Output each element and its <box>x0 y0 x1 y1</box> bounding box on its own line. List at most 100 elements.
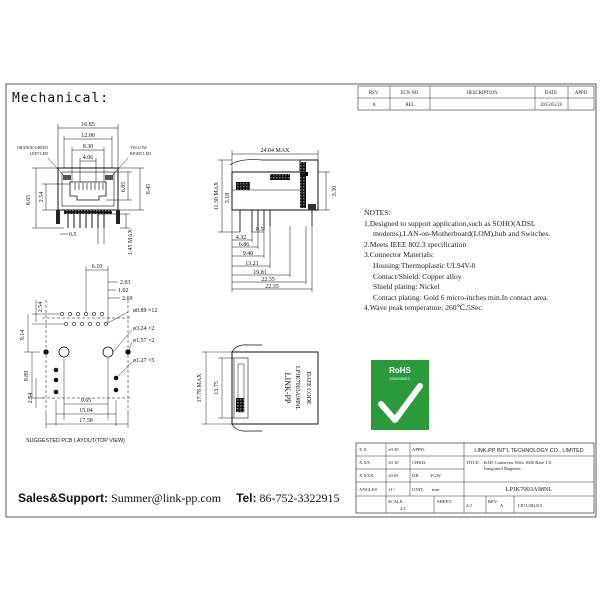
revision-table: REV. ECN NO. DESCRIPTION DATE APPD A REL… <box>357 85 595 111</box>
tol-1-label: X.X <box>359 447 367 452</box>
dim-pcb-j: 15.04 <box>79 408 93 414</box>
dim-front-pin-pitch: 2.54 <box>39 192 45 203</box>
side-view <box>218 150 330 292</box>
top-brand: LINK-PP <box>283 373 292 404</box>
top-view <box>202 344 319 432</box>
rohs-badge: RoHS 2002/95/EC <box>371 360 429 430</box>
dim-front-jack: 8.30 <box>83 144 94 150</box>
dim-pcb-k: 17.58 <box>79 418 93 424</box>
tol-3-value: ±0.05 <box>388 473 399 478</box>
rev-col-ecn: ECN NO. <box>401 91 420 96</box>
title-line-1: RJ45 Connector With 1000 Base TX <box>484 460 552 465</box>
note-1b: modems),LAN-on-Motherboard(LOM),hub and … <box>373 229 551 239</box>
appd-label: APPD: <box>412 447 425 452</box>
dim-side-right: 3.30 <box>332 186 338 197</box>
top-part-number: LPJK7003A98NL <box>294 366 300 410</box>
dim-side-length: 24.04 MAX <box>260 148 290 154</box>
rev-col-date: DATE <box>545 91 557 96</box>
tol-1-value: ±0.30 <box>388 447 399 452</box>
dim-pcb-a: 6.10 <box>92 264 103 270</box>
hole-signal: ø0.89 ×12 <box>133 308 157 314</box>
dim-side-f: 22.35 <box>261 277 275 283</box>
doc-number: LP1L082415 <box>518 503 543 508</box>
tel-label: Tel: <box>236 491 257 505</box>
notes-block: NOTES: 1.Designed to support application… <box>364 208 596 314</box>
rev-val-rev: A <box>372 103 376 108</box>
tel-number: 86-752-3322915 <box>259 491 340 505</box>
tol-4-value: ±1° <box>388 487 395 492</box>
dim-front-key: 4.06 <box>83 155 94 161</box>
dr-value: YGW <box>430 473 442 478</box>
title-part-number: LPJK7003A98NL <box>506 486 553 493</box>
note-3-housing: Housing:Thermoplastic UL94V-0 <box>373 260 476 270</box>
dim-side-height: 11.30 MAX <box>214 181 220 210</box>
unit-label: UNIT: <box>412 487 424 492</box>
tol-3-label: X.XXX <box>359 473 374 478</box>
rev-col-rev: REV. <box>369 91 379 96</box>
tol-2-label: X.XX <box>359 460 371 465</box>
led-left-color: ORANGE/GREEN <box>17 145 48 150</box>
title-line-2: Integrated Magnetic <box>484 466 521 471</box>
front-view <box>32 124 144 244</box>
note-3: 3.Connector Materials: <box>364 250 435 260</box>
notes-heading: NOTES: <box>364 208 391 217</box>
pcb-layout-labels: 6.10 2.03 1.02 2.69 2.54 9.14 8.89 2.54 … <box>20 264 157 444</box>
hole-led: ø1.27 ×5 <box>133 358 154 364</box>
note-3-contact: Contact/Shield: Copper alloy <box>373 271 462 281</box>
sheet-value: 2/2 <box>466 503 473 508</box>
tol-2-value: ±0.10 <box>388 460 399 465</box>
rev-value: A <box>500 503 504 508</box>
rev-col-appd: APPD <box>575 91 588 96</box>
rev-label: REV: <box>488 499 498 504</box>
dim-pcb-i: 9.65 <box>81 398 92 404</box>
tol-4-label: ANGLES <box>359 487 378 492</box>
front-view-labels: 16.85 12.00 8.30 4.06 ORANGE/GREEN LEFT … <box>17 122 152 255</box>
led-right-color: YELLOW <box>130 145 147 150</box>
pcb-caption: SUGGESTED PCB LAYOUT(TOP VIEW) <box>26 438 125 444</box>
note-2: 2.Meets IEEE 802.3 specification <box>364 239 467 249</box>
dim-side-b: 6.86 <box>239 242 250 248</box>
led-left-name: LEFT LED <box>30 151 48 156</box>
sales-label: Sales&Support: <box>18 491 109 505</box>
rev-val-date: 2015/05/18 <box>540 103 562 108</box>
title-label: TITLE: <box>466 460 480 465</box>
check-mark-icon <box>378 383 423 423</box>
dim-pcb-e: 2.54 <box>38 302 44 313</box>
title-block <box>355 442 595 514</box>
pcb-layout <box>24 266 133 428</box>
led-right-name: RIGHT LED <box>130 151 151 156</box>
note-1a: 1.Designed to support application,such a… <box>364 218 536 228</box>
title-block-text: X.X ±0.30 X.XX ±0.10 X.XXX ±0.05 ANGLES … <box>359 447 584 511</box>
rohs-label: RoHS <box>389 366 411 375</box>
company-name: LINK-PP INT'L TECHNOLOGY CO., LIMITED <box>474 448 583 454</box>
dim-side-pin: 0.5 <box>256 227 264 233</box>
left-led <box>63 175 71 180</box>
note-3-shield: Shield plating: Nickel <box>373 282 440 292</box>
dim-pcb-g: 8.89 <box>24 371 30 382</box>
sales-email[interactable]: Summer@link-pp.com <box>111 491 222 505</box>
dim-pcb-c: 1.02 <box>118 288 129 294</box>
contact-line: Sales&Support: Summer@link-pp.com Tel: 8… <box>18 491 340 506</box>
rohs-sub: 2002/95/EC <box>389 376 410 381</box>
top-view-labels: 17.78 MAX 13.75 LINK-PP LPJK7003A98NL DA… <box>197 366 311 410</box>
dr-label: DR: <box>412 473 420 478</box>
sheet-label: SHEET: <box>437 499 452 504</box>
dim-front-right-a: 6.85 <box>121 182 127 193</box>
scale-value: 2/1 <box>400 506 407 511</box>
hole-shield: ø1.57 ×2 <box>133 338 154 344</box>
unit-value: mm <box>432 487 440 492</box>
note-3-plating: Contact plating: Gold 6 micro-inches min… <box>373 292 549 302</box>
dim-side-g: 22.35 <box>265 284 279 290</box>
dim-front-height: 8.65 <box>26 195 32 206</box>
hole-mount: ø3.24 ×2 <box>133 326 154 332</box>
dim-side-a: 4.32 <box>236 235 247 241</box>
dim-pcb-h: 2.54 <box>28 393 34 404</box>
side-view-labels: 24.04 MAX 11.30 MAX 3.18 3.30 0.5 4.32 6… <box>214 148 338 290</box>
dim-front-right-b: 8.45 <box>146 184 152 195</box>
rev-col-desc: DESCRIPTION <box>466 91 498 96</box>
dim-front-width: 16.85 <box>81 122 95 128</box>
chkd-label: CHKD: <box>412 460 426 465</box>
dim-pcb-b: 2.03 <box>120 280 131 286</box>
dim-pcb-f: 9.14 <box>20 330 26 341</box>
scale-label: SCALE: <box>388 499 404 504</box>
